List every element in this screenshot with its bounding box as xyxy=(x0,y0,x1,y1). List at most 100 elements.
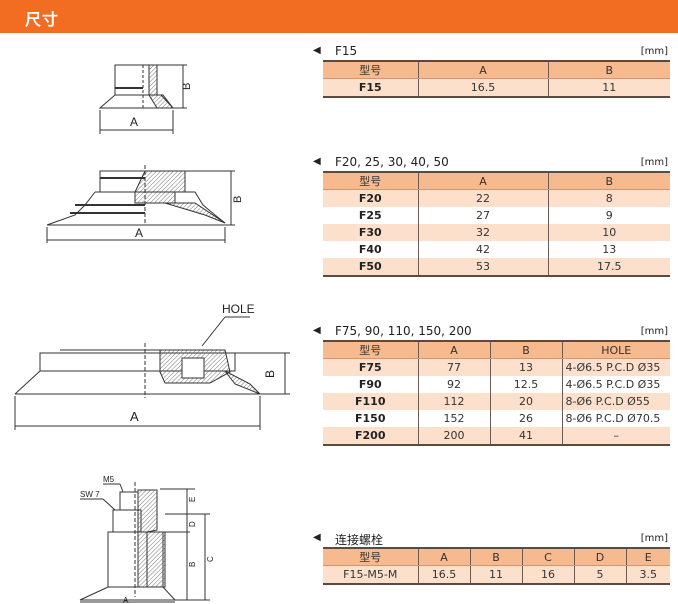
dim-b-label: B xyxy=(232,196,244,203)
cell: 11 xyxy=(547,78,670,97)
table-row: F20 22 8 xyxy=(323,189,670,207)
dimension-table: 型号 A B C D E F15-M5-M 16.5 11 16 5 3.5 xyxy=(323,547,670,585)
column-header: B xyxy=(469,548,522,566)
table-header-row: 型号 A B xyxy=(323,61,670,79)
cell: 53 xyxy=(417,258,548,276)
model-cell: F150 xyxy=(323,410,418,427)
column-header: B xyxy=(547,61,670,79)
dim-b-label: B xyxy=(181,83,193,90)
cell: 16.5 xyxy=(417,565,470,584)
drawing-f15: A B xyxy=(95,60,195,140)
column-header: HOLE xyxy=(561,341,670,359)
hole-cell: 8-Ø6 P.C.D Ø55 xyxy=(561,393,670,410)
section-header: 尺寸 xyxy=(0,0,678,33)
table-row: F15-M5-M 16.5 11 16 5 3.5 xyxy=(323,565,670,584)
cell: 9 xyxy=(547,207,670,224)
dim-d-label: D xyxy=(188,521,197,527)
dimension-table: 型号 A B HOLE F75 77 13 4-Ø6.5 P.C.D Ø35 F… xyxy=(323,340,670,446)
cell: 12.5 xyxy=(489,376,562,393)
cell: 32 xyxy=(417,224,548,241)
model-cell: F15-M5-M xyxy=(323,565,418,584)
table-row: F75 77 13 4-Ø6.5 P.C.D Ø35 xyxy=(323,358,670,376)
unit-label: [mm] xyxy=(640,533,668,544)
table-row: F15 16.5 11 xyxy=(323,78,670,97)
model-cell: F90 xyxy=(323,376,418,393)
hole-label: HOLE xyxy=(222,302,255,316)
cell: 77 xyxy=(417,358,490,376)
column-header: 型号 xyxy=(323,341,418,359)
dim-a-label: A xyxy=(130,409,139,424)
cell: 22 xyxy=(417,189,548,207)
column-header: B xyxy=(489,341,562,359)
unit-label: [mm] xyxy=(640,157,668,168)
dim-a-label: A xyxy=(135,226,143,240)
hole-cell: 4-Ø6.5 P.C.D Ø35 xyxy=(561,376,670,393)
cell: 16.5 xyxy=(417,78,548,97)
dim-a-label: A xyxy=(130,115,138,129)
column-header: 型号 xyxy=(323,61,418,79)
dimension-table: 型号 A B F20 22 8 F25 27 9 F30 32 10 F40 4… xyxy=(323,171,670,277)
triangle-marker-icon: ◀ xyxy=(313,45,321,56)
hole-cell: 4-Ø6.5 P.C.D Ø35 xyxy=(561,358,670,376)
cell: 20 xyxy=(489,393,562,410)
cell: 13 xyxy=(489,358,562,376)
cell: 11 xyxy=(469,565,522,584)
table-title: F15 xyxy=(335,44,358,58)
model-cell: F30 xyxy=(323,224,418,241)
cell: 152 xyxy=(417,410,490,427)
table-title: F20, 25, 30, 40, 50 xyxy=(335,155,449,169)
m5-label: M5 xyxy=(103,475,115,484)
table-header-row: 型号 A B HOLE xyxy=(323,341,670,359)
dim-e-label: E xyxy=(188,497,197,502)
unit-label: [mm] xyxy=(640,46,668,57)
model-cell: F110 xyxy=(323,393,418,410)
cell: 16 xyxy=(521,565,574,584)
column-header: B xyxy=(547,172,670,190)
table-title: F75, 90, 110, 150, 200 xyxy=(335,324,472,338)
column-header: 型号 xyxy=(323,172,418,190)
cell: 5 xyxy=(573,565,626,584)
triangle-marker-icon: ◀ xyxy=(313,532,321,543)
column-header: C xyxy=(521,548,574,566)
model-cell: F75 xyxy=(323,358,418,376)
sw7-label: SW 7 xyxy=(80,490,100,499)
unit-label: [mm] xyxy=(640,326,668,337)
table-row: F200 200 41 – xyxy=(323,427,670,445)
dim-b-label: B xyxy=(263,370,277,378)
table-section-f20-50: ◀ F20, 25, 30, 40, 50 [mm] 型号 A B F20 22… xyxy=(313,155,670,277)
section-title: 尺寸 xyxy=(25,10,60,29)
cell: 200 xyxy=(417,427,490,445)
table-row: F150 152 26 8-Ø6 P.C.D Ø70.5 xyxy=(323,410,670,427)
cell: 17.5 xyxy=(547,258,670,276)
dim-c-label: C xyxy=(206,556,215,562)
model-cell: F20 xyxy=(323,189,418,207)
triangle-marker-icon: ◀ xyxy=(313,325,321,336)
column-header: A xyxy=(417,341,490,359)
cell: 41 xyxy=(489,427,562,445)
model-cell: F15 xyxy=(323,78,418,97)
cell: 42 xyxy=(417,241,548,258)
dimension-table: 型号 A B F15 16.5 11 xyxy=(323,60,670,98)
model-cell: F40 xyxy=(323,241,418,258)
table-header-row: 型号 A B C D E xyxy=(323,548,670,566)
column-header: D xyxy=(573,548,626,566)
model-cell: F25 xyxy=(323,207,418,224)
column-header: A xyxy=(417,548,470,566)
table-row: F30 32 10 xyxy=(323,224,670,241)
hole-cell: – xyxy=(561,427,670,445)
cell: 112 xyxy=(417,393,490,410)
cell: 27 xyxy=(417,207,548,224)
table-row: F110 112 20 8-Ø6 P.C.D Ø55 xyxy=(323,393,670,410)
column-header: A xyxy=(417,61,548,79)
triangle-marker-icon: ◀ xyxy=(313,156,321,167)
table-header-row: 型号 A B xyxy=(323,172,670,190)
hole-cell: 8-Ø6 P.C.D Ø70.5 xyxy=(561,410,670,427)
table-section-bolt: ◀ 连接螺栓 [mm] 型号 A B C D E F15-M5-M 16.5 1… xyxy=(313,531,670,585)
cell: 3.5 xyxy=(625,565,670,584)
cell: 10 xyxy=(547,224,670,241)
cell: 26 xyxy=(489,410,562,427)
drawing-f20-50: A B xyxy=(35,165,255,245)
table-row: F90 92 12.5 4-Ø6.5 P.C.D Ø35 xyxy=(323,376,670,393)
model-cell: F50 xyxy=(323,258,418,276)
dim-b-label: B xyxy=(188,562,197,567)
